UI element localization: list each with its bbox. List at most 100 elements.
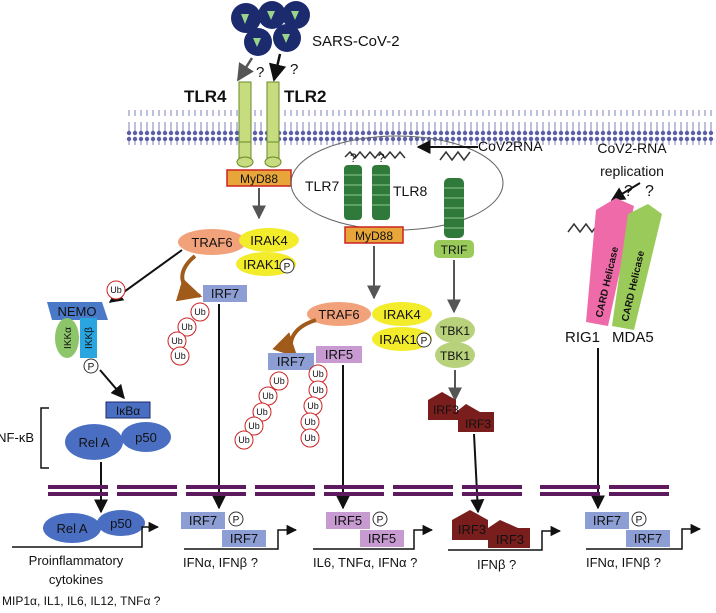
irak1-a-label: IRAK1 (243, 257, 281, 272)
tlr7-receptor (344, 165, 362, 220)
irf7-nuclear-b2-label: IRF7 (634, 531, 662, 546)
mda5-helicase (612, 204, 662, 330)
rela-label: Rel A (78, 435, 109, 450)
ikkb (80, 318, 97, 358)
trif-label: TRIF (441, 243, 468, 257)
irf3-top-label: IRF3 (433, 403, 459, 417)
irf7-nuclear-b2 (626, 530, 670, 547)
ub-a3: Ub (171, 336, 183, 346)
ub-a4: Ub (174, 351, 186, 361)
ub-c1: Ub (312, 369, 324, 379)
nuclear-membrane (48, 485, 669, 496)
nuclear-p50-label: p50 (110, 516, 132, 531)
tlr4-receptor (236, 81, 254, 168)
ikba (105, 401, 151, 419)
rig1-label: RIG1 (565, 329, 600, 346)
ikkb-phospho (83, 358, 99, 374)
ikkb-phospho-label: P (88, 362, 95, 373)
traf6-b-label: TRAF6 (318, 307, 359, 322)
irf7-nuclear-a-phospho-label: P (233, 515, 240, 526)
irf7-box-a (203, 285, 247, 302)
traf6-a (178, 229, 246, 255)
ub-chain-a (167, 302, 210, 366)
ikk-to-ikba-arrow (99, 369, 125, 400)
ub-b4: Ub (248, 421, 260, 431)
irf5-nuclear-phospho (372, 511, 388, 527)
tlr4-label: TLR4 (184, 87, 227, 106)
irak1-b-phospho (416, 332, 432, 348)
irf7-nuclear-a2-label: IRF7 (230, 531, 258, 546)
ub-nemo (106, 280, 126, 300)
ikkb-label: IKKβ (84, 327, 95, 349)
ikba-label: IκBα (116, 404, 140, 418)
ub-b5: Ub (238, 435, 250, 445)
virus-to-tlr2-arrow (269, 53, 287, 82)
plasma-membrane (125, 110, 715, 145)
irf7-box-b-label: IRF7 (277, 354, 305, 369)
nuclear-rela-label: Rel A (56, 521, 87, 536)
replication-label-1: CoV2-RNA (597, 140, 667, 156)
irf3-nuclear-2-label: IRF3 (496, 532, 524, 547)
il6-tnf-ifna-output: IL6, TNFα, IFNα ? (313, 555, 417, 570)
ub-c5: Ub (304, 433, 316, 443)
myd88-box-surface (226, 169, 292, 187)
myd88-label-endosome: MyD88 (355, 229, 393, 243)
ub-b1: Ub (273, 376, 285, 386)
irf3-dimer (428, 392, 494, 432)
ub-c2: Ub (312, 385, 324, 395)
tlr2-label: TLR2 (284, 87, 327, 106)
ub-chain-b2 (300, 364, 328, 448)
irf5-box-b-label: IRF5 (325, 347, 353, 362)
cytokine-list: MIP1α, IL1, IL6, IL12, TNFα ? (2, 594, 161, 608)
irf5-nuclear-phospho-label: P (377, 515, 384, 526)
tlr8-question: ? (378, 151, 385, 165)
tlr8-label: TLR8 (393, 183, 427, 199)
myd88-box-endosome (344, 226, 404, 244)
ub-c3: Ub (307, 401, 319, 411)
irf7-box-b (268, 353, 314, 370)
irf7-nuclear-a1-label: IRF7 (189, 513, 217, 528)
tbk1-a (435, 317, 475, 343)
irak4-a (239, 228, 299, 252)
ub-a1: Ub (194, 307, 206, 317)
irf3-bottom-label: IRF3 (465, 417, 491, 431)
tlr4-question: ? (256, 64, 264, 81)
irf5-nuclear-2-label: IRF5 (368, 531, 396, 546)
irak1-b-label: IRAK1 (379, 332, 417, 347)
irak1-b (372, 327, 432, 351)
nemo-label: NEMO (58, 304, 97, 319)
ub-c4: Ub (304, 417, 316, 427)
ub-b3: Ub (256, 407, 268, 417)
tlr7-question: ? (350, 151, 357, 165)
rela (65, 424, 123, 460)
irak1-a-phospho-label: P (284, 262, 291, 273)
myd88-label-surface: MyD88 (240, 172, 278, 186)
promoter-irf7-b (586, 523, 702, 550)
tbk1-b (435, 342, 475, 368)
ifn-ab-output-1: IFNα, IFNβ ? (183, 555, 258, 570)
traf6-ub-curve-b (272, 318, 317, 358)
tlr8-receptor (372, 165, 390, 220)
ub-nemo-label: Ub (110, 285, 122, 295)
cov2rna-strand (344, 150, 406, 160)
irak4-b (372, 302, 432, 326)
irak1-b-phospho-label: P (421, 336, 428, 347)
irf5-nuclear-1-label: IRF5 (334, 513, 362, 528)
irf3-nuclear-dimer (452, 510, 530, 548)
irak4-b-label: IRAK4 (383, 307, 421, 322)
irf5-nuclear-2 (360, 530, 404, 547)
ub-chain-b1 (234, 371, 289, 450)
ifnb-output: IFNβ ? (477, 557, 516, 572)
p50 (121, 422, 171, 452)
ikka-label: IKKα (63, 327, 74, 349)
irak4-a-label: IRAK4 (250, 233, 288, 248)
nuclear-p50 (97, 510, 145, 536)
nfkb-label: NF-κB (0, 430, 34, 445)
traf6-a-label: TRAF6 (191, 235, 232, 250)
ikka (55, 318, 79, 358)
cov2rna-label: CoV2RNA (478, 138, 543, 154)
ifn-ab-output-2: IFNα, IFNβ ? (586, 555, 661, 570)
irf7-nuclear-b1 (585, 512, 629, 529)
irf3-nuclear-1-label: IRF3 (458, 522, 486, 537)
tlr3-like-receptor (444, 178, 464, 238)
